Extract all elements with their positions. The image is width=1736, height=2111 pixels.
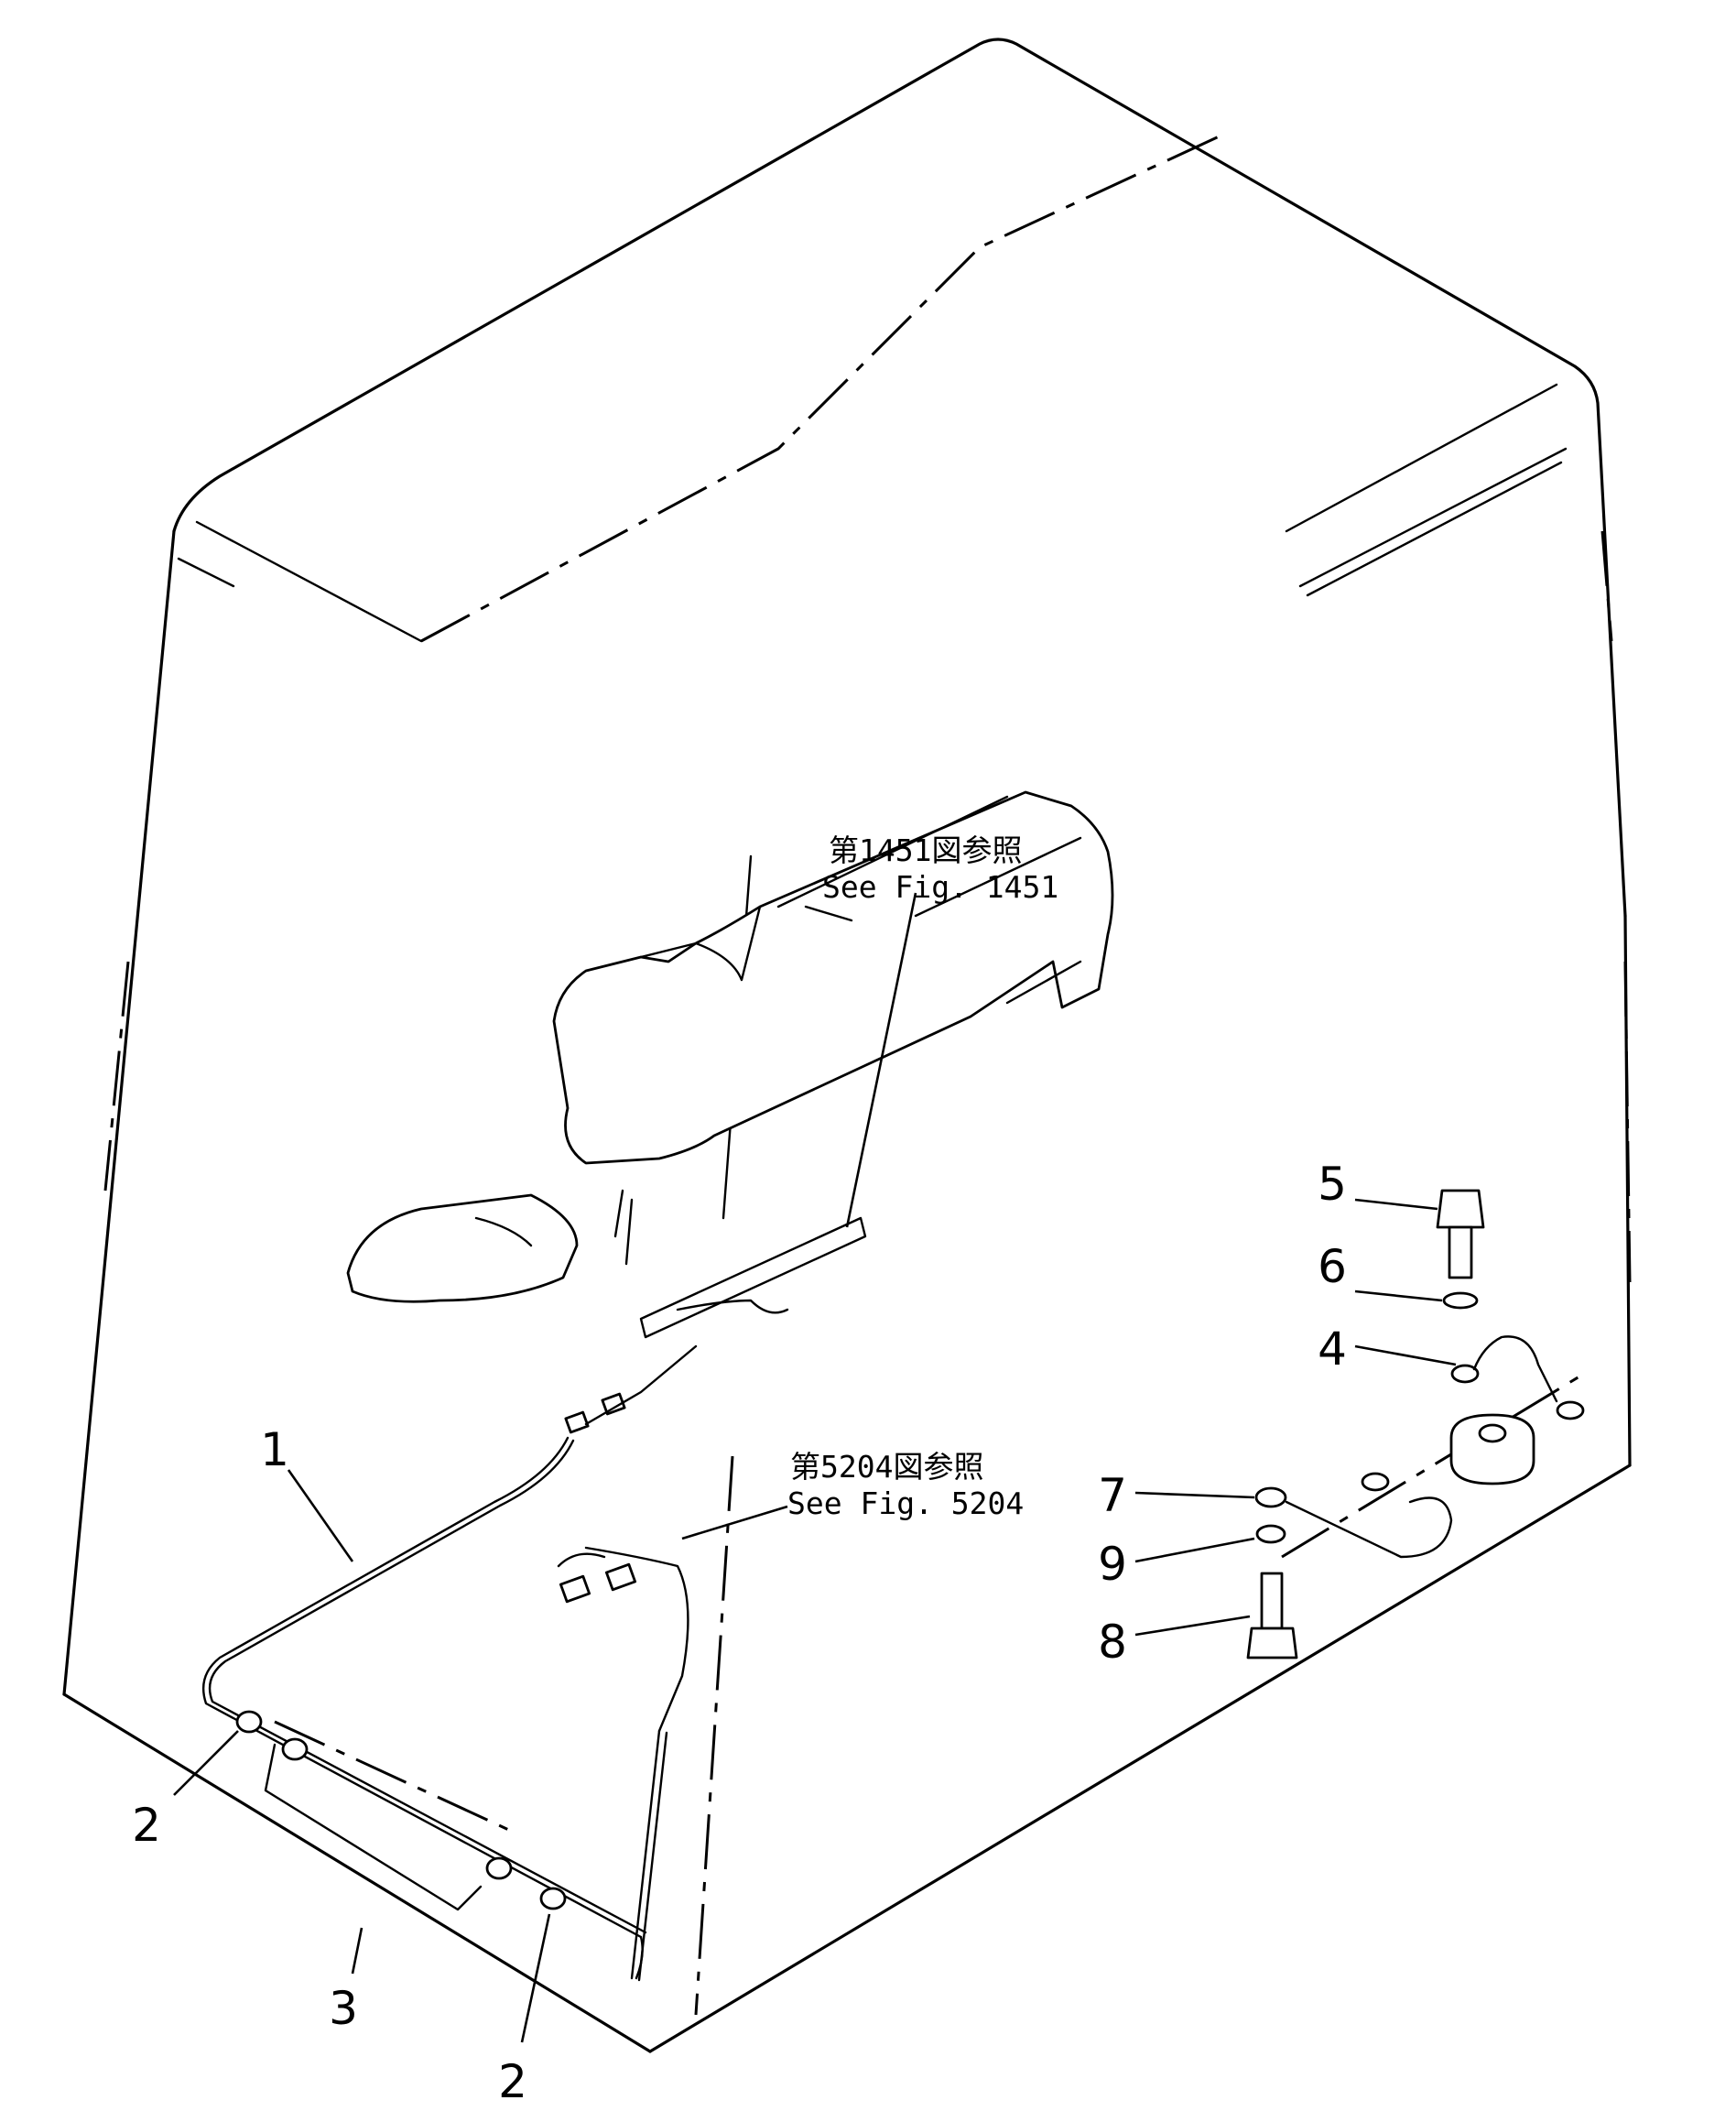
callout-1: 1 [260, 1423, 289, 1476]
callout-numbers: 1 2 2 3 4 5 6 7 9 8 [132, 1158, 1347, 2108]
callout-2-right: 2 [498, 2055, 527, 2108]
bolt-5-head [1436, 1189, 1485, 1229]
ref-1451-ja: 第1451図参照 [829, 832, 1022, 868]
clamp-left-outer [235, 1710, 263, 1734]
bolt-8-shank [1260, 1572, 1284, 1630]
callout-5: 5 [1318, 1158, 1347, 1211]
ref-5204-ja: 第5204図参照 [790, 1449, 983, 1485]
mount-cap [1449, 1413, 1535, 1485]
callout-2-left: 2 [132, 1799, 161, 1852]
callout-8: 8 [1098, 1616, 1127, 1669]
callout-3: 3 [329, 1982, 358, 2035]
clamp-right-inner [485, 1856, 513, 1880]
callout-7: 7 [1098, 1469, 1127, 1522]
cable-7-eye [1254, 1486, 1287, 1508]
clamp-left-inner [281, 1737, 309, 1761]
clamp-right-outer [539, 1887, 567, 1910]
washer-6 [1442, 1291, 1479, 1310]
bolt-5-shank [1448, 1225, 1473, 1279]
callout-leaders [173, 892, 1457, 2043]
reference-labels: 第1451図参照 See Fig. 1451 第5204図参照 See Fig.… [787, 832, 1058, 1521]
callout-4: 4 [1318, 1322, 1347, 1376]
harness-assembly [201, 1436, 689, 1982]
cable-4-eye [1450, 1364, 1480, 1384]
seat-console [346, 790, 1114, 1434]
ref-1451-en: See Fig. 1451 [822, 869, 1058, 905]
callout-8-9a: 9 [1098, 1538, 1127, 1591]
hardware-parts [1246, 1189, 1585, 1659]
cabinet-outline [62, 38, 1632, 2053]
ref-5204-en: See Fig. 5204 [787, 1485, 1024, 1521]
bolt-8-head [1246, 1627, 1298, 1659]
callout-6: 6 [1318, 1240, 1347, 1293]
washer-9 [1255, 1524, 1286, 1544]
